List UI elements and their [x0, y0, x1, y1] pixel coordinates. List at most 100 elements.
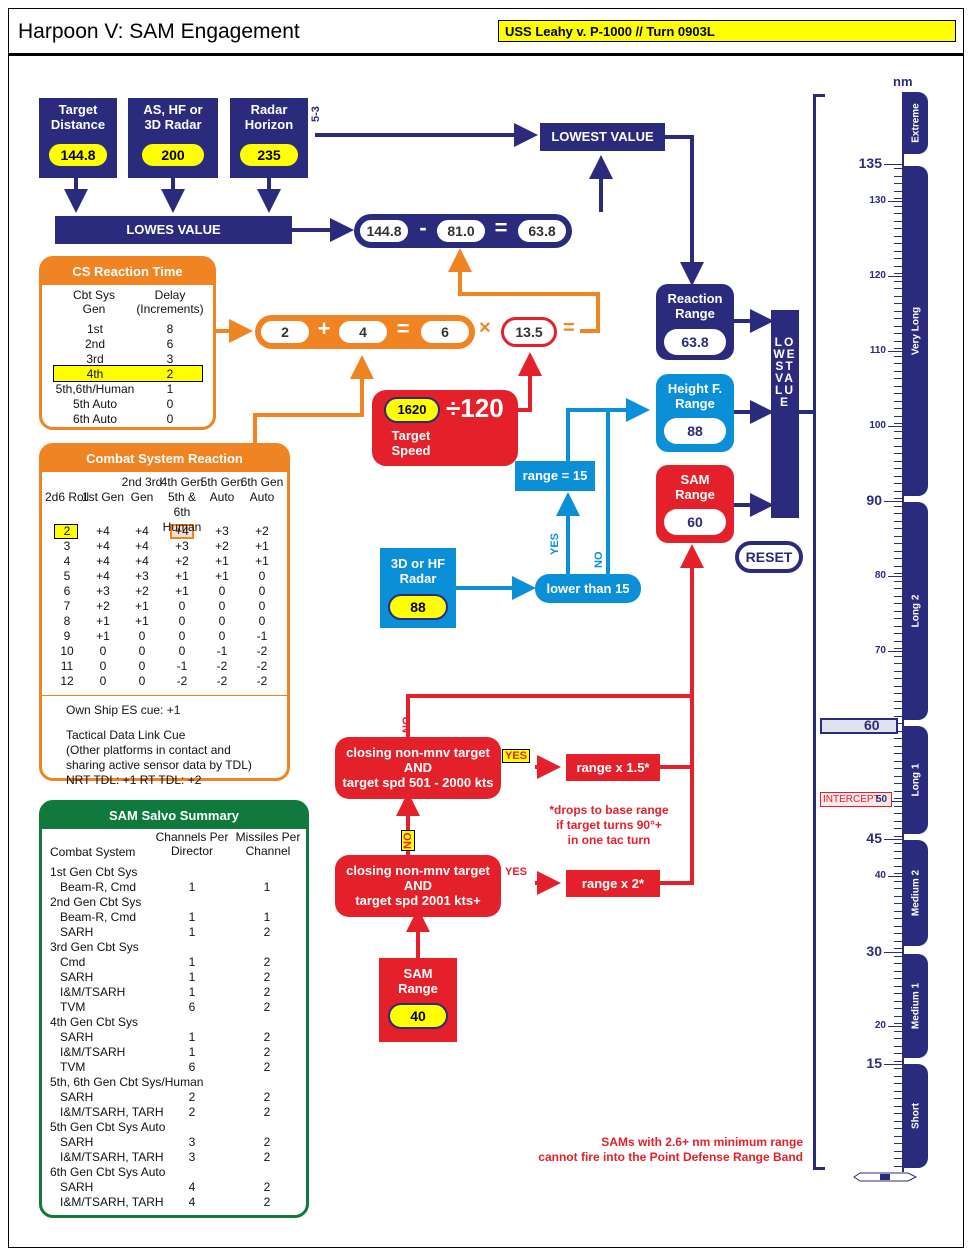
salvo-missiles-3: 1: [263, 910, 271, 924]
scale-band-label-4: Medium 2: [910, 869, 922, 917]
scale-small-tick: [894, 1023, 902, 1024]
scale-minor-tick-1: [888, 276, 902, 277]
scale-small-tick: [894, 626, 902, 627]
scale-small-tick: [894, 416, 902, 417]
sam-range-bottom-value[interactable]: 40: [388, 1003, 448, 1029]
target-distance-value[interactable]: 144.8: [47, 142, 109, 168]
scale-small-tick: [894, 1098, 902, 1099]
combat-cell-5-2: +1: [135, 599, 149, 613]
combat-cell-5-1: +2: [96, 599, 110, 613]
scale-small-tick: [894, 671, 902, 672]
combat-cell-1-0: 3: [63, 539, 71, 553]
combat-cell-8-3: 0: [178, 644, 186, 658]
scale-small-tick: [894, 1016, 902, 1017]
range-marker-value: 60: [864, 717, 880, 733]
combat-cell-5-0: 7: [63, 599, 71, 613]
radar-value[interactable]: 200: [140, 142, 206, 168]
drops-note-line-0: *drops to base range: [549, 803, 669, 817]
combat-cell-7-0: 9: [63, 629, 71, 643]
sam-range-top-label: SAM Range: [675, 472, 715, 502]
scale-small-tick: [894, 1128, 902, 1129]
salvo-missiles-18: 2: [263, 1135, 271, 1149]
scale-major-label-2: 45: [866, 830, 882, 846]
cs-gen-3: 4th: [86, 367, 104, 381]
scale-small-tick: [894, 866, 902, 867]
target-speed-value[interactable]: 1620: [384, 397, 440, 423]
salvo-missiles-11: 2: [263, 1030, 271, 1044]
lowest-value-vertical-label: LOWEST VALUE: [773, 335, 797, 409]
salvo-system-20: 6th Gen Cbt Sys Auto: [50, 1165, 166, 1179]
scale-major-tick-2: [884, 839, 902, 840]
scale-minor-tick-6: [888, 801, 902, 802]
scale-small-tick: [894, 723, 902, 724]
scale-small-tick: [894, 468, 902, 469]
scale-small-tick: [894, 423, 902, 424]
combat-cell-9-5: -2: [256, 659, 268, 673]
salvo-system-1: Beam-R, Cmd: [60, 880, 137, 894]
combat-cell-10-0: 12: [60, 674, 74, 688]
scale-small-tick: [894, 813, 902, 814]
sam-range-bottom-label: SAM Range: [398, 966, 438, 996]
scale-major-tick-4: [884, 1064, 902, 1065]
intercept-marker: INTERCEPT: [820, 792, 892, 807]
salvo-channels-19: 3: [188, 1150, 196, 1164]
combat-cell-7-3: 0: [178, 629, 186, 643]
scale-minor-tick-8: [888, 1026, 902, 1027]
radar-horizon-value[interactable]: 235: [238, 142, 300, 168]
scale-minor-tick-4: [888, 576, 902, 577]
scale-major-tick-1: [884, 501, 902, 502]
lowest-value-box: LOWEST VALUE: [540, 123, 665, 151]
scale-small-tick: [894, 1151, 902, 1152]
calc1-b: 81.0: [434, 217, 488, 245]
salvo-panel: SAM Salvo Summary: [39, 800, 309, 1218]
cs-col-delay: Delay (Increments): [136, 288, 204, 316]
closing2-line2: AND: [403, 878, 433, 893]
salvo-system-21: SARH: [60, 1180, 94, 1194]
combat-header-0: 2d6 Roll: [44, 490, 90, 504]
scale-small-tick: [894, 588, 902, 589]
salvo-channels-4: 1: [188, 925, 196, 939]
sam-range-top-value: 60: [664, 509, 726, 535]
lowest-value-vertical-box: [771, 310, 799, 518]
combat-cell-9-3: -1: [176, 659, 188, 673]
scale-small-tick: [894, 273, 902, 274]
closing2-line1: closing non-mnv target: [346, 863, 490, 878]
range-marker[interactable]: [820, 718, 898, 734]
target-speed-divisor: ÷120: [446, 393, 504, 423]
scale-small-tick: [894, 461, 902, 462]
salvo-missiles-7: 2: [263, 970, 271, 984]
salvo-channels-21: 4: [188, 1180, 196, 1194]
scale-small-tick: [894, 251, 902, 252]
scale-small-tick: [894, 1001, 902, 1002]
salvo-system-8: I&M/TSARH: [60, 985, 126, 999]
header: Harpoon V: SAM Engagement USS Leahy v. P…: [8, 8, 964, 56]
scale-small-tick: [894, 296, 902, 297]
salvo-system-9: TVM: [60, 1000, 86, 1014]
scale-small-tick: [894, 791, 902, 792]
combat-cell-2-4: +1: [215, 554, 229, 568]
reset-button[interactable]: RESET: [735, 541, 803, 573]
combat-header-3: 4th Gen 5th & 6th Human: [160, 475, 204, 534]
cs-col-gen: Cbt Sys Gen: [72, 288, 115, 316]
no-label-2: NO: [401, 830, 415, 851]
scale-small-tick: [894, 438, 902, 439]
scale-small-tick: [894, 551, 902, 552]
calc2-b: 4: [336, 318, 390, 346]
rule-reference: 5-3: [310, 106, 322, 122]
scale-unit: nm: [893, 74, 913, 89]
combat-cell-2-1: +4: [96, 554, 110, 568]
scale-small-tick: [894, 678, 902, 679]
combat-cell-7-2: 0: [138, 629, 146, 643]
drops-note-line-1: if target turns 90°+: [556, 818, 662, 832]
scale-small-tick: [894, 1166, 902, 1167]
calc2-a: 2: [258, 318, 312, 346]
scale-band-6: Short: [904, 1064, 928, 1168]
calc2-factor: 13.5: [501, 317, 557, 347]
combat-cell-6-5: 0: [258, 614, 266, 628]
radar-3d-value[interactable]: 88: [388, 594, 448, 620]
scale-small-tick: [894, 858, 902, 859]
scale-minor-tick-3: [888, 426, 902, 427]
scale-small-tick: [894, 708, 902, 709]
combat-cell-6-0: 8: [63, 614, 71, 628]
salvo-col-system: Combat System: [50, 845, 136, 859]
